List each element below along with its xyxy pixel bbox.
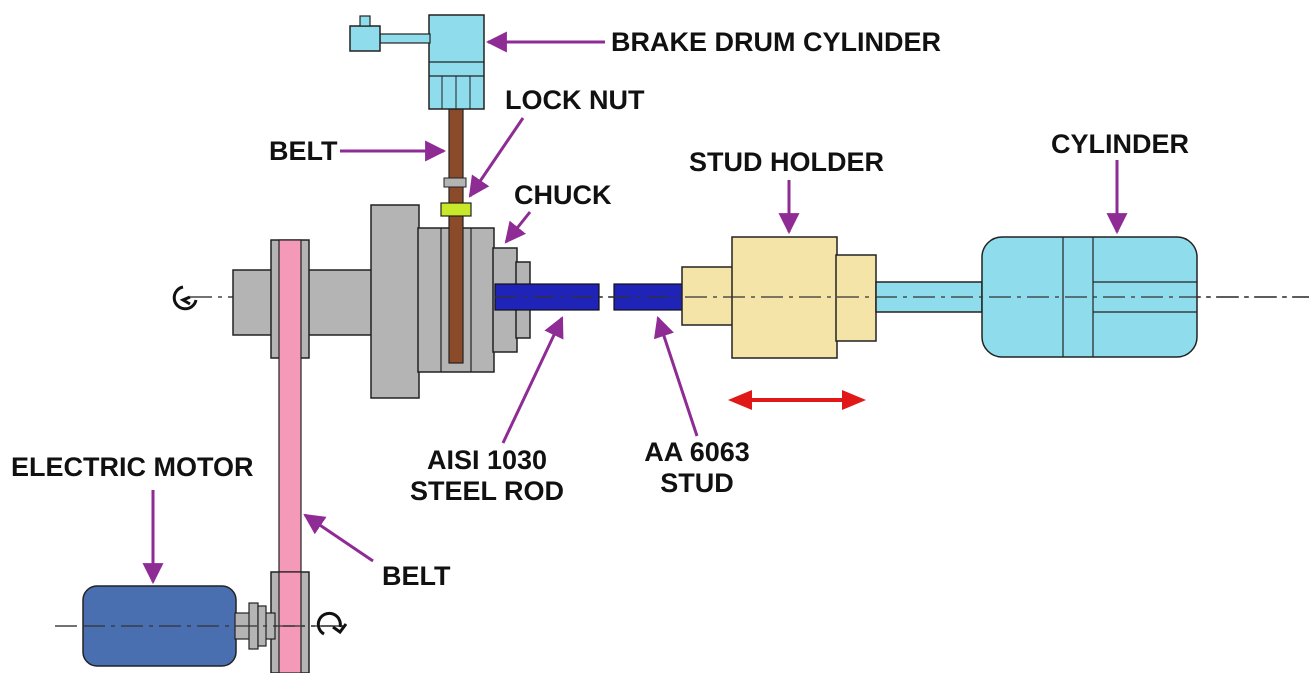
- label-belt-bottom: BELT: [382, 561, 451, 591]
- leader-steel-rod: [501, 316, 564, 444]
- motor-rotation-arrow-icon: [316, 611, 348, 636]
- label-cylinder: CYLINDER: [1051, 129, 1190, 159]
- rotation-arrow-icon: [172, 285, 198, 311]
- label-stud-holder: STUD HOLDER: [689, 147, 884, 177]
- leader-lock-nut: [468, 117, 525, 198]
- label-steel-rod-line1: AISI 1030: [426, 445, 548, 475]
- brake-drum-cylinder-part: [349, 14, 485, 110]
- brake-rod: [448, 107, 464, 364]
- flywheel: [370, 204, 420, 399]
- axial-motion-arrow: [728, 390, 866, 410]
- leader-chuck: [504, 211, 532, 244]
- leader-lines: [142, 31, 1128, 585]
- label-lock-nut: LOCK NUT: [505, 85, 645, 115]
- label-chuck: CHUCK: [514, 180, 612, 210]
- label-belt-top: BELT: [269, 136, 338, 166]
- leader-belt-bottom: [303, 513, 374, 563]
- label-brake-drum-cylinder: BRAKE DRUM CYLINDER: [611, 27, 941, 57]
- label-steel-rod-line2: STEEL ROD: [409, 476, 565, 506]
- label-stud-line1: AA 6063: [644, 437, 750, 467]
- label-electric-motor: ELECTRIC MOTOR: [11, 452, 254, 482]
- drive-belt: [278, 239, 302, 673]
- label-stud: AA 6063 STUD: [622, 437, 772, 499]
- label-stud-line2: STUD: [660, 468, 734, 498]
- label-steel-rod: AISI 1030 STEEL ROD: [402, 445, 572, 507]
- lock-nut-part: [440, 202, 472, 217]
- leader-stud: [653, 316, 699, 437]
- cylinder-part: [981, 236, 1198, 358]
